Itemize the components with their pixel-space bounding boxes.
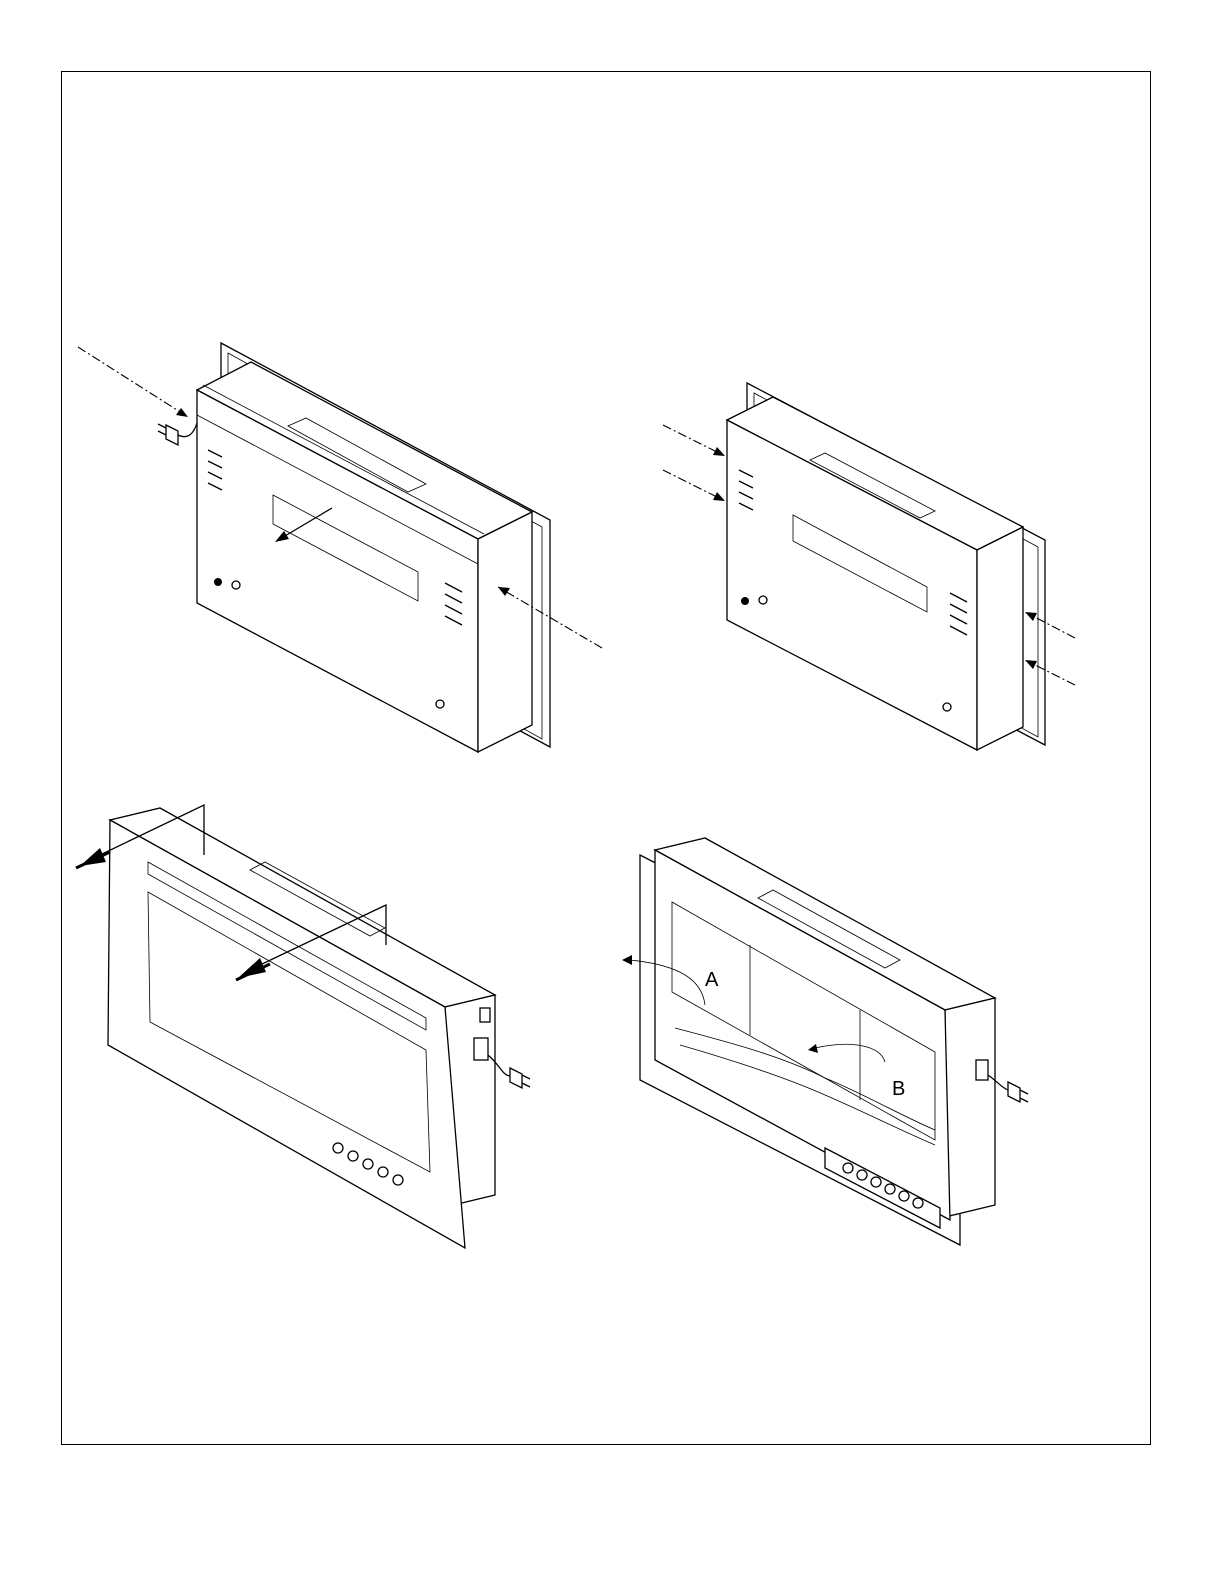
front-view-glass-removal-figure [70, 800, 540, 1255]
power-cord-plug [158, 423, 197, 445]
front-view-interior-figure: A B [610, 830, 1050, 1250]
callout-a-label: A [705, 969, 719, 991]
rear-view-figure-1 [70, 335, 615, 765]
dashed-guide-left [78, 347, 188, 417]
callout-b-label: B [892, 1078, 905, 1100]
rear-view-figure-2 [655, 375, 1085, 755]
dashed-guide-left [663, 425, 725, 501]
firebox-body [727, 397, 1023, 750]
